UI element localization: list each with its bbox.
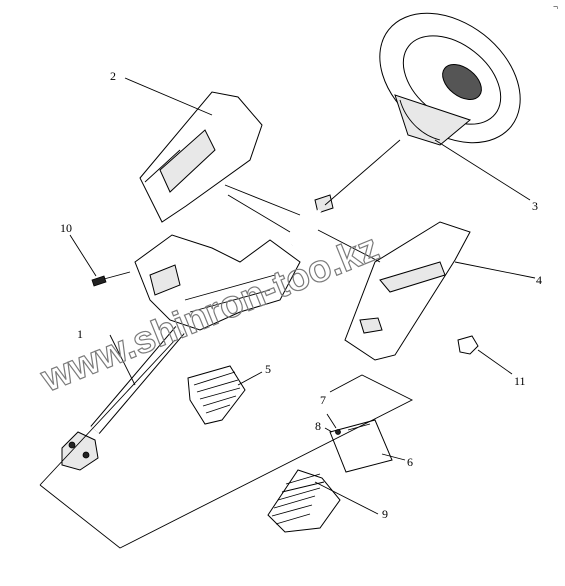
callout-11: 11 xyxy=(514,374,526,388)
corner-mark: ¬ xyxy=(553,2,558,12)
callout-1: 1 xyxy=(77,327,83,341)
callout-8: 8 xyxy=(315,419,321,433)
callout-5: 5 xyxy=(265,362,271,376)
explode-lines xyxy=(224,139,401,263)
upper-shroud xyxy=(139,91,263,223)
bolt-11 xyxy=(457,335,479,355)
callout-7: 7 xyxy=(320,393,326,407)
clip xyxy=(335,429,341,435)
callout-10: 10 xyxy=(60,221,72,235)
boot-lower xyxy=(267,469,341,533)
seal-plate xyxy=(329,419,393,473)
steering-column xyxy=(134,194,334,331)
boot-upper xyxy=(187,365,246,425)
callout-6: 6 xyxy=(407,455,413,469)
bolt-10 xyxy=(91,271,131,287)
callout-2: 2 xyxy=(110,69,116,83)
leader-lines xyxy=(69,77,536,515)
group-bracket xyxy=(39,374,414,549)
callout-4: 4 xyxy=(536,273,542,287)
steering-wheel xyxy=(379,12,521,146)
callout-3: 3 xyxy=(532,199,538,213)
lower-shroud xyxy=(344,221,471,361)
callout-9: 9 xyxy=(382,507,388,521)
